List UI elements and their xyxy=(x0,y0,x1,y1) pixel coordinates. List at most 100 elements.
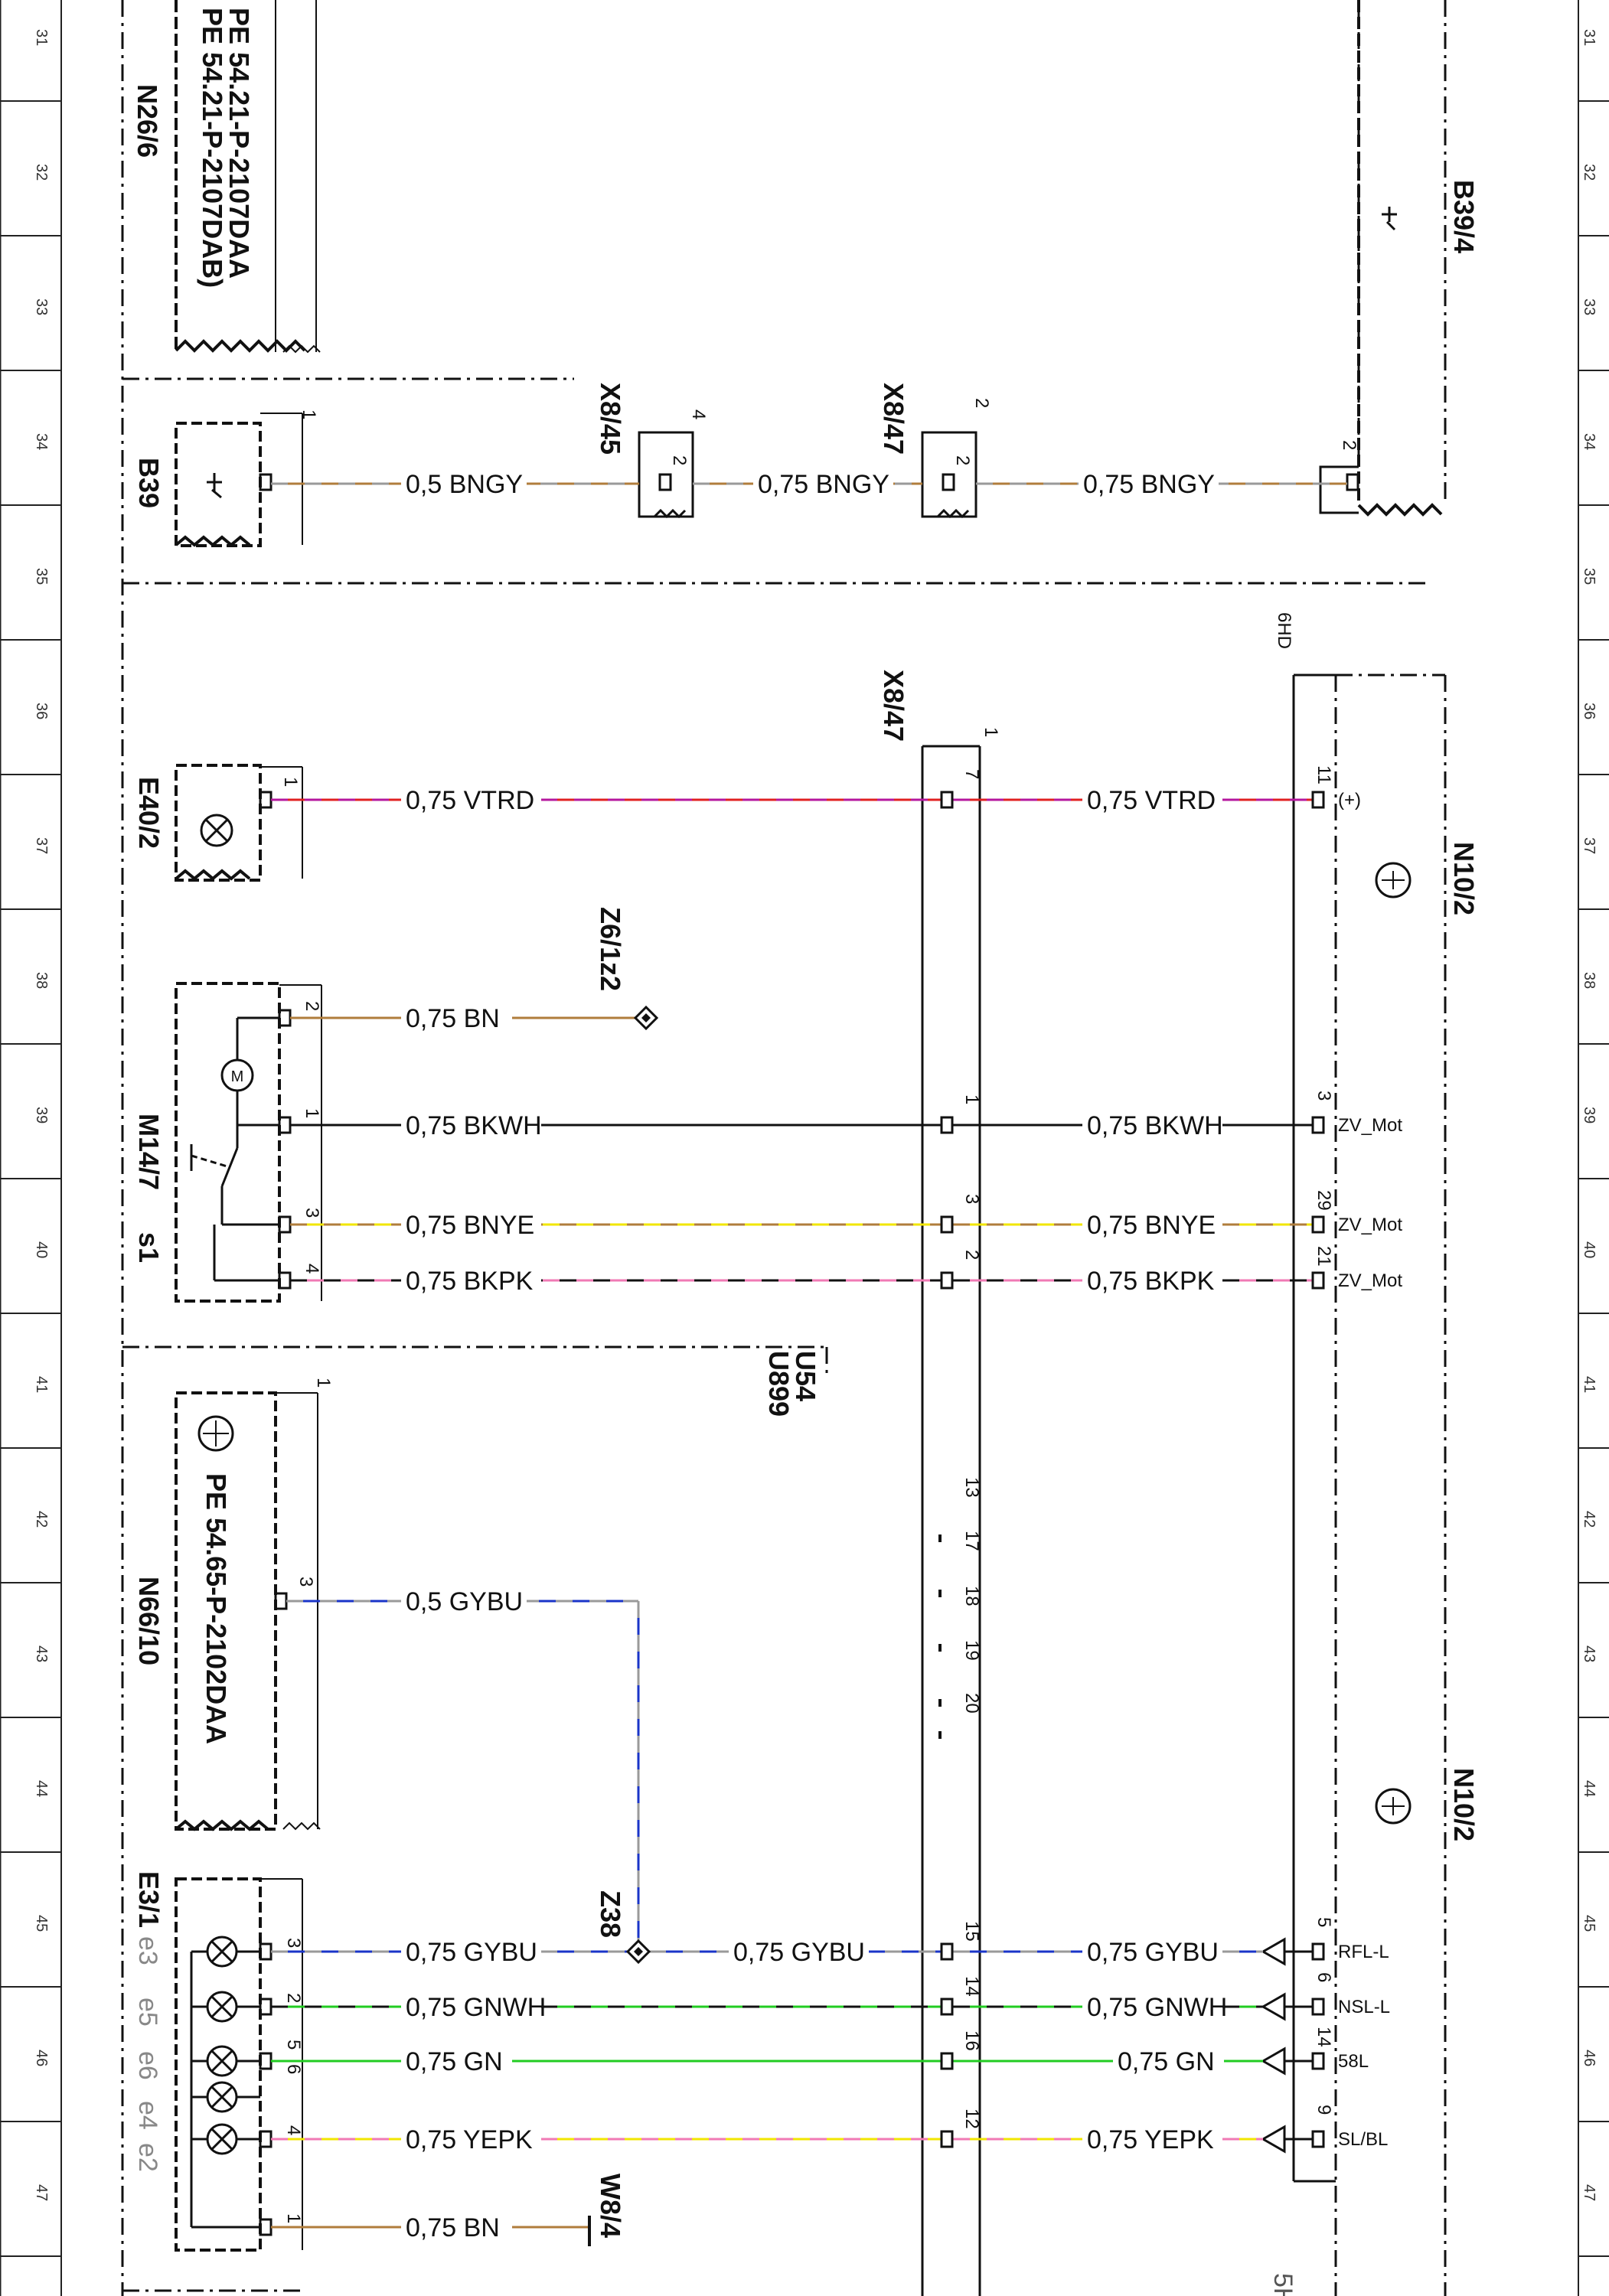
b39-pin-top: 1 xyxy=(299,409,319,419)
e3-1-component xyxy=(175,1877,303,2252)
ruler-number-left: 46 xyxy=(33,2050,50,2066)
x8-47-pin-label-x847_bnye: 3 xyxy=(961,1194,982,1204)
wire-label-bn-1: 0,75 BN xyxy=(406,1004,500,1033)
n10-2-tag: 6HD xyxy=(1274,612,1294,649)
ruler-number-right: 38 xyxy=(1581,972,1598,989)
ruler-number-right: 45 xyxy=(1581,1915,1598,1932)
m14-7-pin-m14_bkpk: 4 xyxy=(302,1264,322,1274)
wire-label-bn-2: 0,75 BN xyxy=(406,2213,500,2242)
m14-7-pin-m14_bnye: 3 xyxy=(302,1208,322,1218)
n66-10-label: N66/10 xyxy=(133,1577,165,1665)
n26-6-label: N26/6 xyxy=(132,84,163,158)
e3-1-pin-e3_gn_b: 6 xyxy=(283,2064,304,2074)
n10-2-top-label: N10/2 xyxy=(1448,842,1480,915)
x8-45-label: X8/45 xyxy=(595,383,626,455)
n10-2-pin-n10_bnye xyxy=(1311,1215,1325,1234)
ruler-number-right: 42 xyxy=(1581,1511,1598,1528)
x8-47-pin-x847_bnye xyxy=(940,1215,954,1234)
x8-47-pin-label-x847_gn: 16 xyxy=(961,2030,982,2051)
n26-6-pe2: PE 54.21-P-2107DAB) xyxy=(197,8,228,288)
footer-tag: 5H xyxy=(1268,2273,1297,2296)
n10-2-pin-label-n10_gnwh: 6 xyxy=(1314,1972,1334,1982)
wire-label-vtrd-2: 0,75 VTRD xyxy=(1087,786,1216,815)
wire-label-bngy-3: 0,75 BNGY xyxy=(1083,470,1215,499)
m14-7-sub: s1 xyxy=(133,1232,165,1263)
pin-labels: 713215141612131718192011(+)3ZV_Mot29ZV_M… xyxy=(283,765,1402,2223)
x8-47-pin-x847_gn xyxy=(940,2052,954,2070)
e3-1-lamp-e5: e5 xyxy=(133,1998,162,2027)
n10-2-pin-n10_bkwh xyxy=(1311,1116,1325,1134)
n10-2-signal-sig_zv2: ZV_Mot xyxy=(1338,1215,1402,1235)
ruler-number-right: 36 xyxy=(1581,703,1598,719)
z38-label: Z38 xyxy=(595,1890,626,1938)
e3-1-pin-e3_yepk: 4 xyxy=(283,2125,304,2135)
b39-label: B39 xyxy=(133,458,165,508)
x8-45-connector xyxy=(638,431,694,519)
wire-label-gybu-3: 0,75 GYBU xyxy=(1087,1938,1219,1967)
n10-2-pin-n10_gnwh xyxy=(1311,1998,1325,2016)
x8-47-spare-pin-label: 19 xyxy=(961,1640,982,1661)
x8-47-top-connector xyxy=(921,431,977,519)
e3-1-pin-e3_gybu: 3 xyxy=(283,1938,304,1948)
n10-2-outputs xyxy=(1260,1937,1313,2154)
x8-47-top-label: X8/47 xyxy=(878,383,909,455)
z6-1z2-label: Z6/1z2 xyxy=(595,907,626,991)
wire-label-bngy-1: 0,5 BNGY xyxy=(406,470,523,499)
n26-6-break xyxy=(175,339,306,353)
u54-label: U54 xyxy=(790,1351,821,1401)
ruler-number-right: 31 xyxy=(1581,29,1598,46)
x8-47-mid-pin-top: 1 xyxy=(981,727,1001,737)
n10-2-symbols xyxy=(1375,862,1412,1825)
ruler-number-left: 37 xyxy=(33,837,50,854)
ruler-number-left: 34 xyxy=(33,433,50,450)
ruler-number-right: 37 xyxy=(1581,837,1598,854)
ruler-left xyxy=(0,0,62,2296)
ruler-number-left: 44 xyxy=(33,1780,50,1797)
ruler-number-left: 33 xyxy=(33,298,50,315)
x8-47-pin-label-x847_bkpk: 2 xyxy=(961,1250,982,1260)
n10-2-signal-sig_58l: 58L xyxy=(1338,2051,1369,2072)
n10-2-pin-n10_bkpk xyxy=(1311,1271,1325,1290)
e40-2-pin: 1 xyxy=(280,777,301,787)
e3-1-pin-e3_gn_a: 5 xyxy=(283,2040,304,2050)
ruler-number-right: 43 xyxy=(1581,1645,1598,1662)
ruler-number-left: 43 xyxy=(33,1645,50,1662)
x8-47-pin-x847_bkpk xyxy=(940,1271,954,1290)
x8-47-pin-label-e40_x847: 7 xyxy=(961,769,982,779)
x8-45-pin: 2 xyxy=(669,455,690,465)
e3-1-lamp-e2: e2 xyxy=(133,2143,162,2172)
ruler-number-left: 32 xyxy=(33,164,50,181)
n26-6-pe1: PE 54.21-P-2107DAA xyxy=(224,8,255,279)
zone-borders xyxy=(121,0,1447,2296)
n10-2-pin-label-n10_gn: 14 xyxy=(1314,2027,1334,2047)
wire-label-yepk-2: 0,75 YEPK xyxy=(1087,2125,1214,2154)
x8-47-pin-x847_gybu xyxy=(940,1942,954,1961)
e3-1-lamp-e6: e6 xyxy=(133,2051,162,2080)
n10-2-bot-label: N10/2 xyxy=(1448,1768,1480,1841)
w8-4-label: W8/4 xyxy=(595,2174,626,2238)
n10-2-output-triangle xyxy=(1260,1937,1286,1966)
n10-2-pin-label-n10_vtrd: 11 xyxy=(1314,765,1334,784)
z6-1z2-splice xyxy=(633,1005,659,1031)
x8-47-spare-pin-label: 20 xyxy=(961,1693,982,1714)
m14-7-pin-m14_bkwh: 1 xyxy=(302,1108,322,1118)
x8-47-pin-e40_x847 xyxy=(940,791,954,809)
n10-2-pin-label-n10_bkpk: 21 xyxy=(1314,1246,1334,1267)
x8-47-mid-label: X8/47 xyxy=(878,670,909,742)
wire-label-bkpk-2: 0,75 BKPK xyxy=(1087,1267,1215,1296)
ruler-number-right: 40 xyxy=(1581,1241,1598,1258)
b39-4-pin: 2 xyxy=(1339,440,1359,450)
ruler-number-right: 33 xyxy=(1581,298,1598,315)
n10-2-pin-n10_gn xyxy=(1311,2052,1325,2070)
n10-2-pin-n10_gybu xyxy=(1311,1942,1325,1961)
wire-label-bkpk-1: 0,75 BKPK xyxy=(406,1267,534,1296)
ruler-number-left: 31 xyxy=(33,29,50,46)
m14-7-pin-m14_bn: 2 xyxy=(302,1001,322,1011)
e3-1-lamp-e4: e4 xyxy=(133,2101,162,2130)
n10-2-output-triangle xyxy=(1260,1992,1286,2021)
wire-label-gybu-2: 0,75 GYBU xyxy=(733,1938,865,1967)
ruler-number-right: 47 xyxy=(1581,2184,1598,2201)
e40-2-label: E40/2 xyxy=(133,777,165,849)
